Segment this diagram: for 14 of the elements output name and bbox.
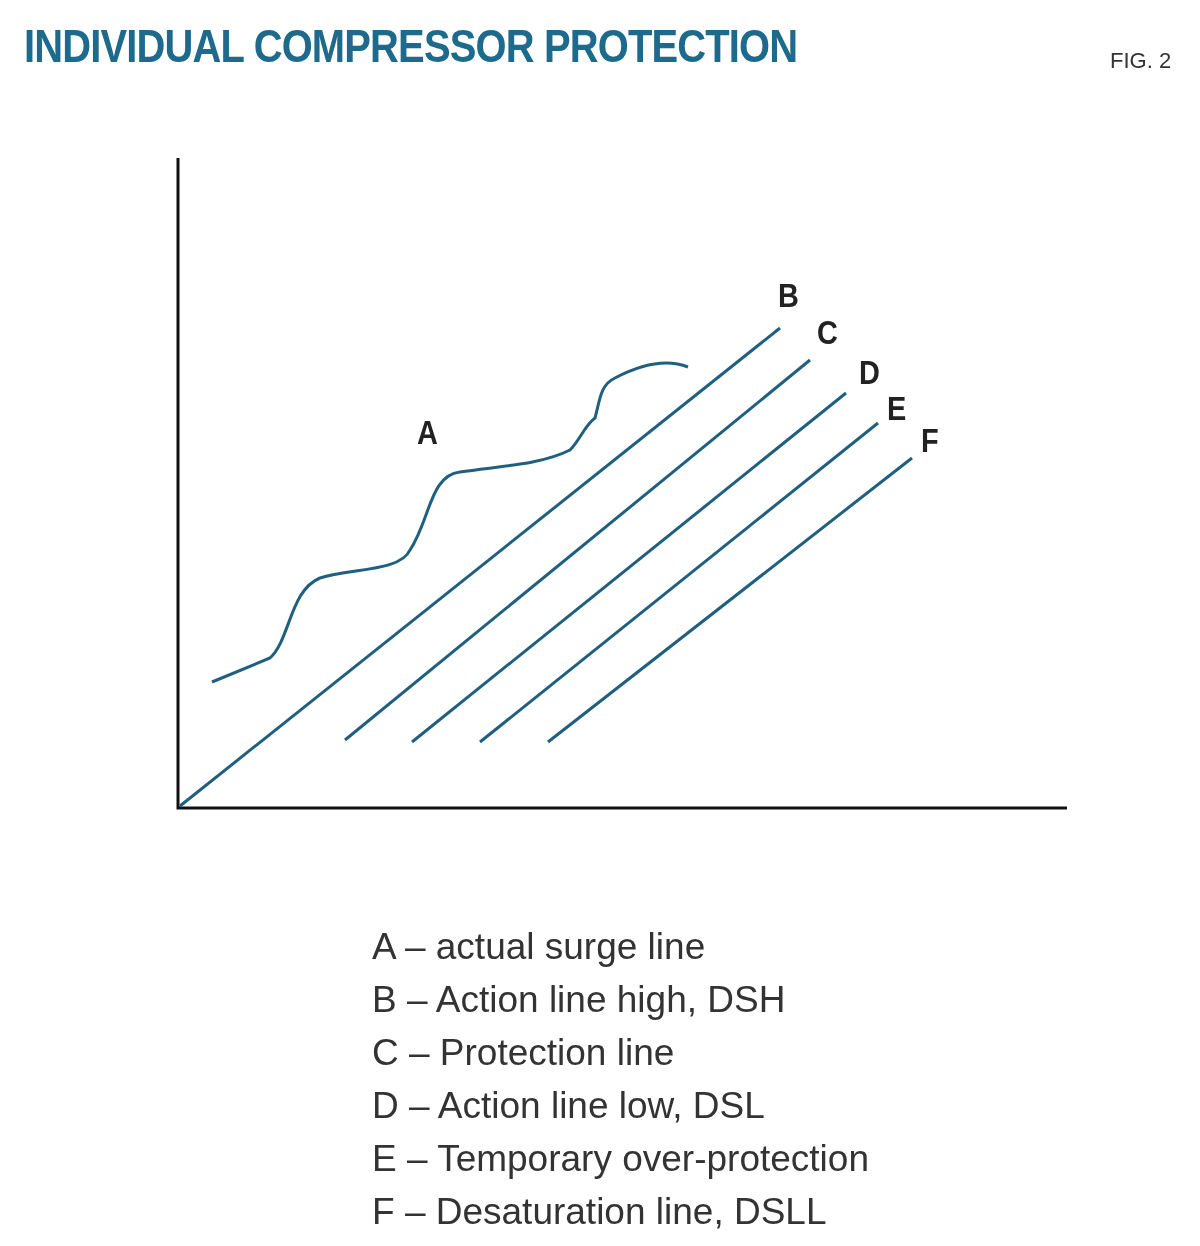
title: INDIVIDUAL COMPRESSOR PROTECTION — [24, 18, 798, 73]
line-label: A — [417, 413, 438, 452]
legend-text: E – Temporary over-protection — [372, 1138, 869, 1180]
legend-text: A – actual surge line — [372, 926, 706, 968]
line-label: C — [817, 313, 838, 352]
legend-text: F – Desaturation line, DSLL — [372, 1191, 827, 1233]
line-label: F — [921, 421, 939, 460]
legend-text: B – Action line high, DSH — [372, 979, 786, 1021]
legend-text: D – Action line low, DSL — [372, 1085, 765, 1127]
figure-number: FIG. 2 — [1110, 48, 1172, 74]
line-label: B — [778, 276, 799, 315]
line-label: D — [859, 353, 880, 392]
legend-text: C – Protection line — [372, 1032, 675, 1074]
line-label: E — [887, 389, 907, 428]
